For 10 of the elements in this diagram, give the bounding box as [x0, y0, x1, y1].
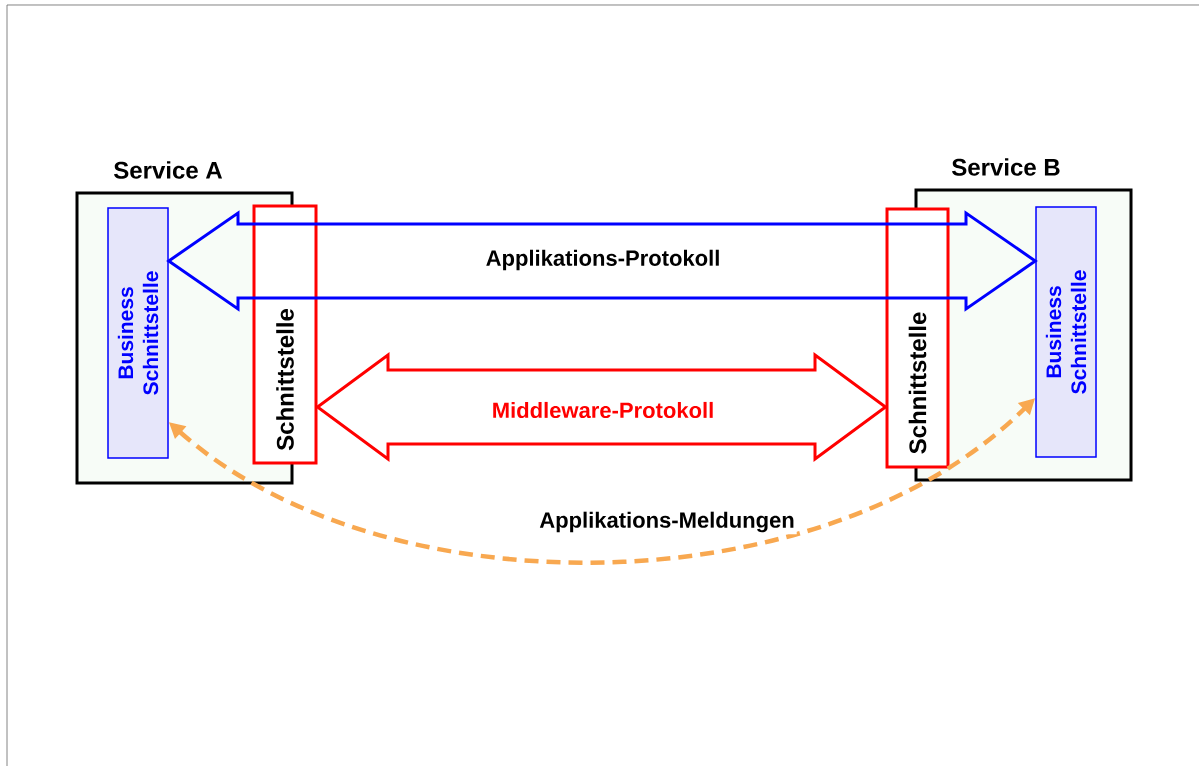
- service-heading: Service A: [114, 161, 223, 179]
- business-interface-box: Business Schnittstelle: [107, 207, 169, 459]
- interface-box: Schnittstelle: [252, 204, 318, 465]
- edge-label: Applikations-Meldungen: [537, 509, 797, 535]
- business-interface-box: Business Schnittstelle: [1035, 206, 1097, 458]
- interface-box: Schnittstelle: [885, 207, 950, 469]
- block-arrow: [166, 210, 1038, 312]
- block-arrow: [314, 352, 889, 462]
- edge-label: Applikations-Protokoll: [483, 247, 723, 273]
- service-heading: Service B: [952, 158, 1060, 176]
